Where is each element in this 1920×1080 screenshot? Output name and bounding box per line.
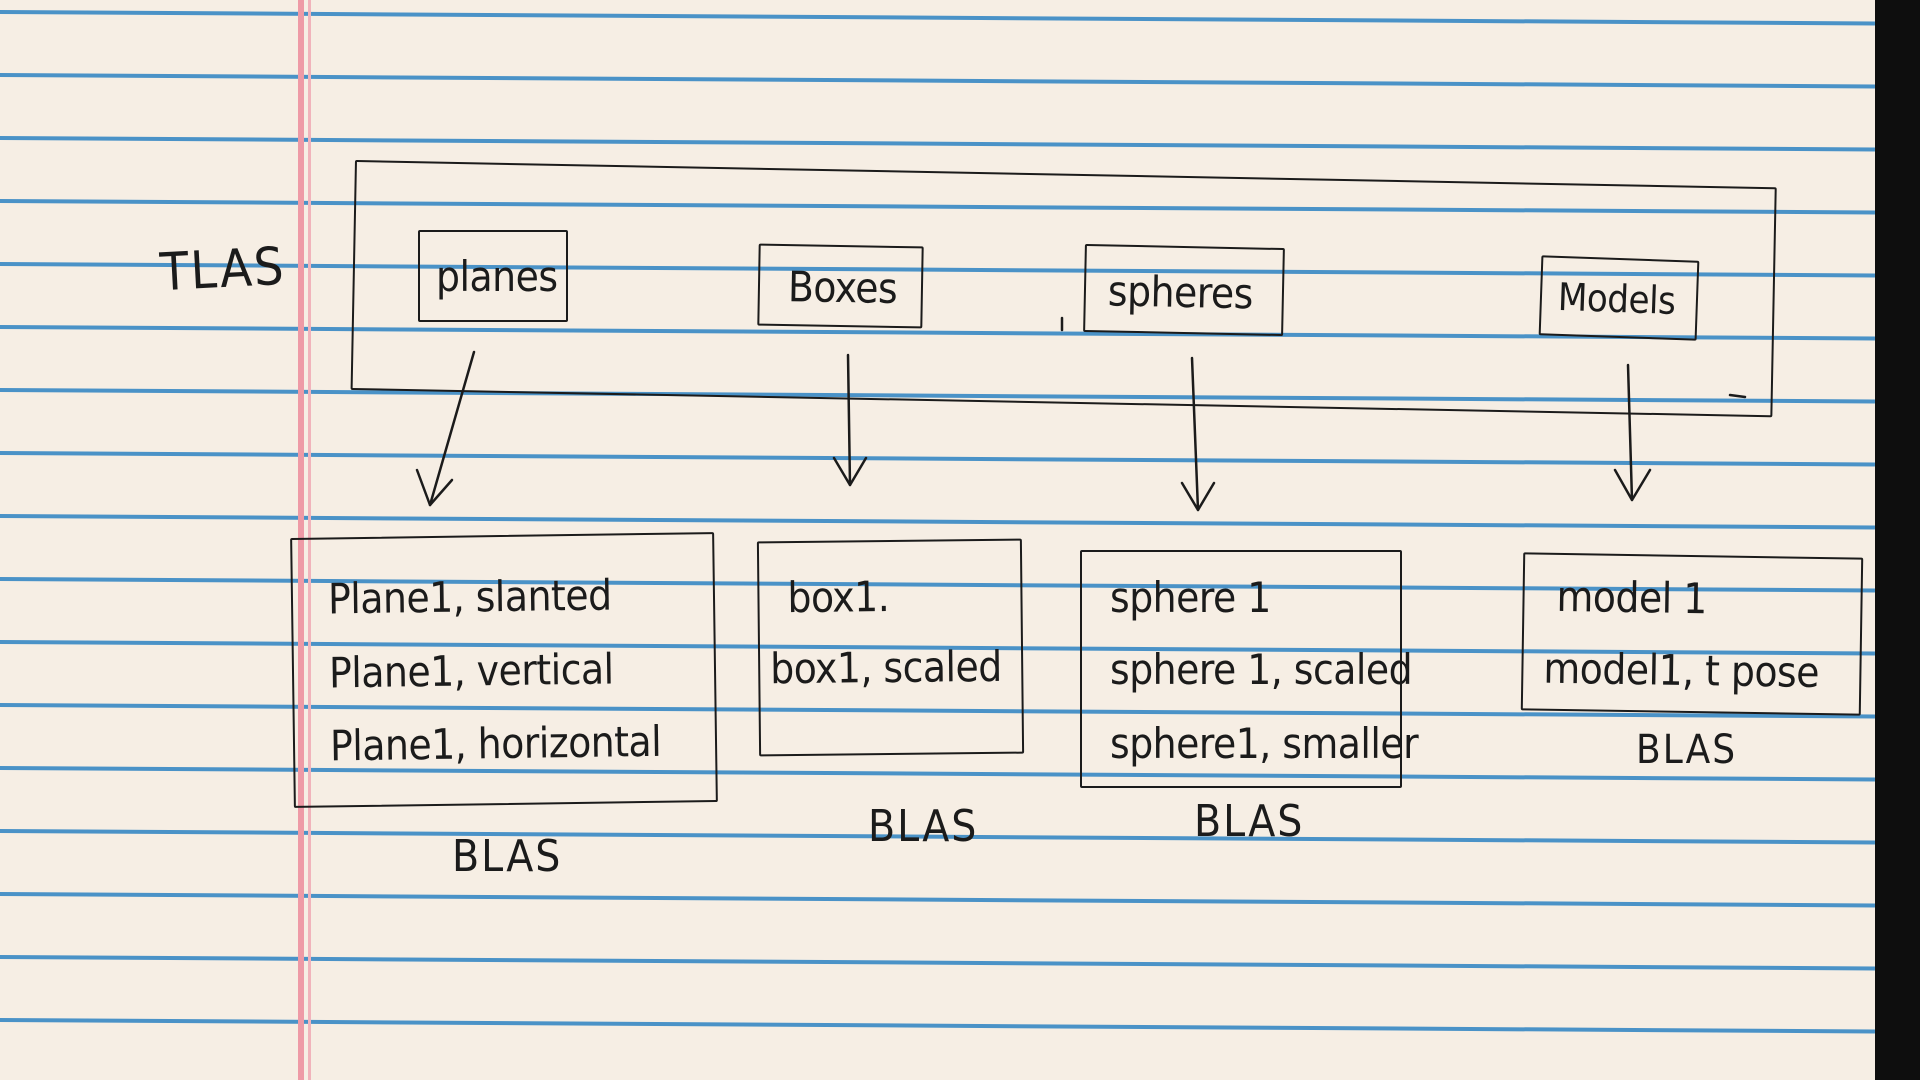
blas-item: sphere 1 [1110,573,1271,622]
arrow-spheres-to-blas [1180,356,1216,512]
blas-caption: BLAS [1636,727,1738,773]
tlas-group-label: planes [436,252,558,301]
blas-caption: BLAS [452,831,563,882]
blas-item: sphere 1, scaled [1110,645,1413,694]
blas-caption: BLAS [868,801,979,852]
arrow-boxes-to-blas [832,353,868,487]
arrow-models-to-blas [1613,363,1652,502]
blas-item: sphere1, smaller [1110,719,1419,768]
blas-box-spheres: sphere 1 sphere 1, scaled sphere1, small… [1080,550,1419,788]
arrow-planes-to-blas [415,350,476,507]
tlas-group-planes: planes [418,230,568,322]
tlas-box-corner-marks [1060,316,1747,399]
blas-caption: BLAS [1194,796,1305,847]
margin-line [298,0,311,1080]
paper-edge-shadow [1875,0,1920,1080]
ruled-paper: TLAS planes Boxes spheres Models Plane1,… [0,0,1875,1080]
